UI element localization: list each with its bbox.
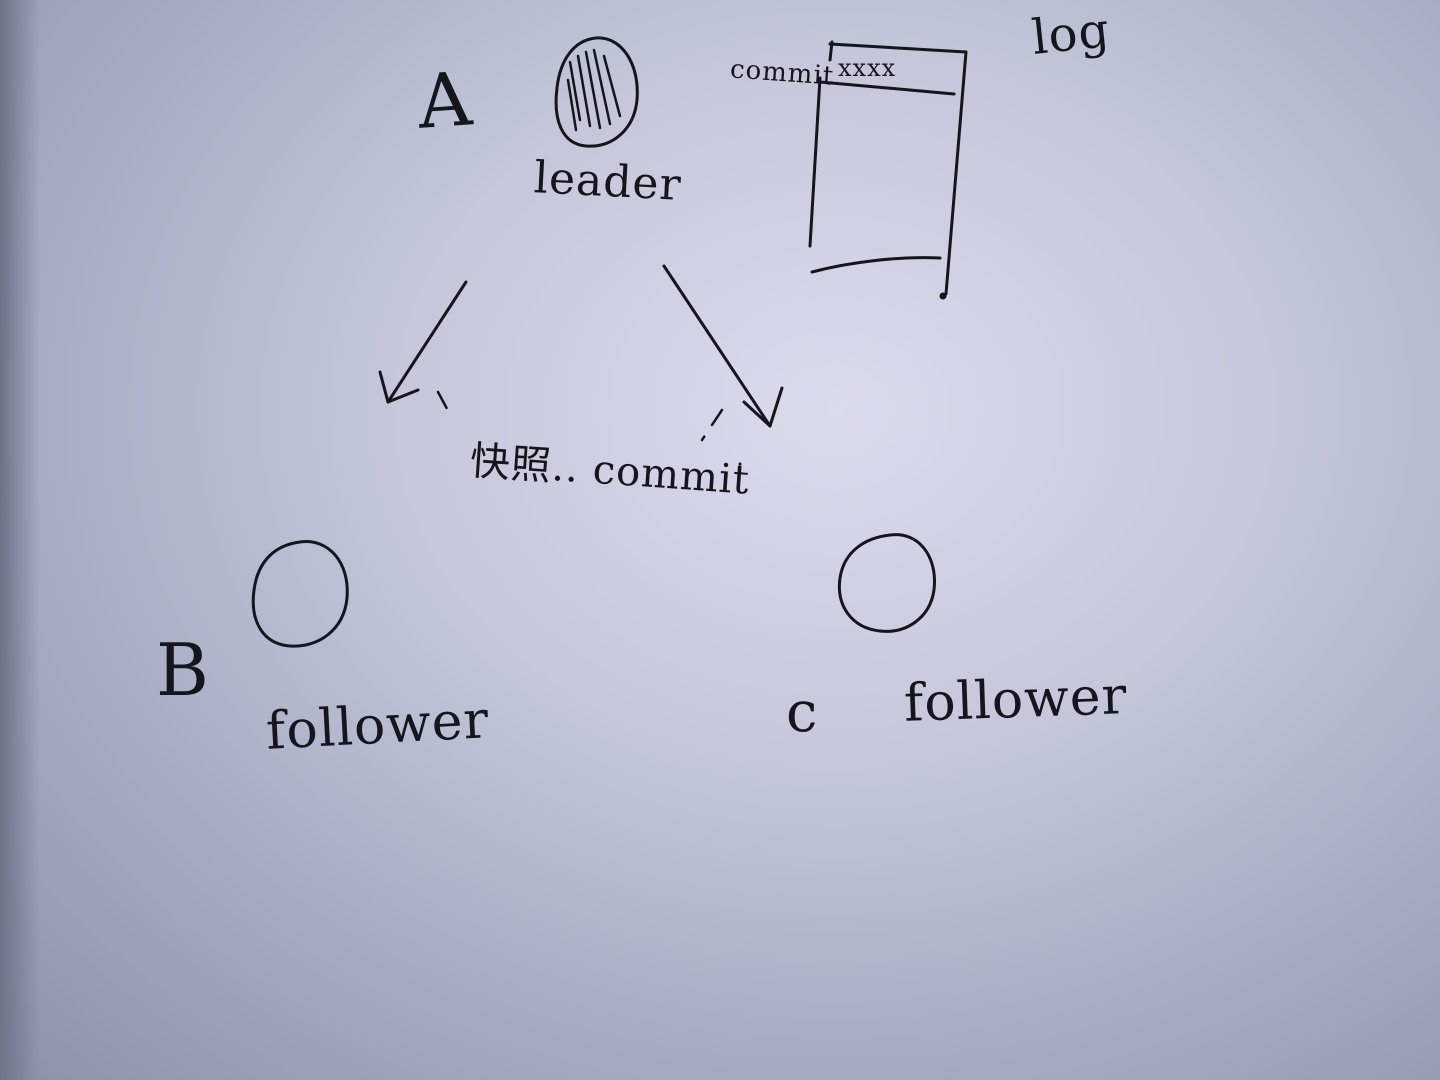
node-a-role-label: leader <box>532 152 683 211</box>
node-b-circle <box>251 540 349 648</box>
node-c-role-label: follower <box>903 666 1129 734</box>
log-entry-divider <box>818 80 956 96</box>
node-c-circle <box>837 533 936 633</box>
ink-dot <box>738 462 742 466</box>
log-title: log <box>1029 2 1113 66</box>
node-a-circle <box>554 36 639 148</box>
arrow-a-to-c <box>662 264 784 428</box>
log-first-entry: xxxx <box>838 54 897 82</box>
node-a-hatching <box>566 48 622 132</box>
arrow-a-to-b <box>378 280 468 404</box>
node-c-letter: c <box>786 680 819 745</box>
edge-label-bracket-right <box>700 408 724 442</box>
node-a-letter: A <box>415 56 476 146</box>
log-commit-line <box>810 256 942 274</box>
node-b-role-label: follower <box>264 690 491 762</box>
log-box <box>808 40 968 300</box>
edge-label-bracket-left <box>436 390 454 420</box>
node-b-letter: B <box>156 628 210 712</box>
